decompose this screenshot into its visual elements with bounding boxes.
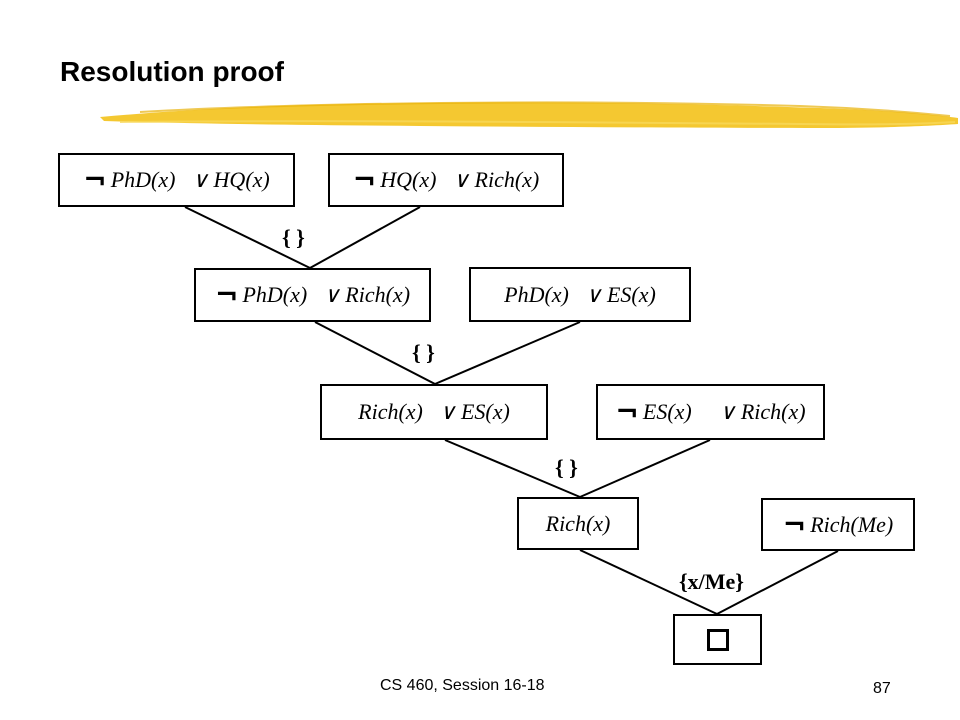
empty-clause-icon (706, 628, 729, 651)
substitution-label: { } (555, 455, 578, 480)
negation-symbol: ¬ (83, 163, 107, 196)
clause-text: HQ(x) ∨ Rich(x) (380, 167, 540, 192)
negation-symbol: ¬ (214, 278, 239, 311)
edge-c1-c3 (184, 206, 311, 269)
substitution-label: { } (282, 225, 305, 250)
clause-box: Rich(x) ∨ ES(x) (320, 384, 548, 440)
edge-c7-empty (579, 549, 718, 615)
clause-text: Rich(x) (545, 510, 611, 536)
clause-box: PhD(x) ∨ ES(x) (469, 267, 691, 322)
clause-box: Rich(x) (517, 497, 639, 550)
page-number: 87 (873, 680, 891, 697)
substitution-label: {x/Me} (679, 569, 744, 594)
clause-text: Rich(x) ∨ ES(x) (358, 399, 510, 424)
clause-box: ¬ PhD(x) ∨ HQ(x) (58, 153, 295, 207)
negation-symbol: ¬ (782, 507, 807, 541)
clause-box: ¬ PhD(x) ∨ Rich(x) (194, 268, 431, 322)
slide-footer: CS 460, Session 16-18 (380, 677, 545, 694)
substitution-label: { } (412, 340, 435, 365)
clause-text: PhD(x) ∨ HQ(x) (110, 167, 270, 192)
negation-symbol: ¬ (615, 395, 639, 428)
clause-text: PhD(x) ∨ ES(x) (504, 281, 656, 307)
edge-c8-empty (716, 550, 839, 615)
edge-c6-c7 (579, 439, 711, 498)
clause-box: ¬ ES(x) ∨ Rich(x) (596, 384, 825, 440)
clause-text: ES(x) ∨ Rich(x) (642, 399, 806, 424)
edge-c3-c5 (314, 321, 436, 385)
clause-box: ¬ HQ(x) ∨ Rich(x) (328, 153, 564, 207)
empty-clause-box (673, 614, 762, 665)
slide-title: Resolution proof (60, 56, 284, 87)
edge-c4-c5 (434, 321, 581, 385)
negation-symbol: ¬ (352, 163, 377, 196)
edge-c5-c7 (444, 439, 581, 498)
clause-text: Rich(Me) (810, 511, 894, 537)
clause-box: ¬ Rich(Me) (761, 498, 915, 551)
edge-c2-c3 (309, 206, 421, 269)
clause-text: PhD(x) ∨ Rich(x) (242, 282, 411, 307)
